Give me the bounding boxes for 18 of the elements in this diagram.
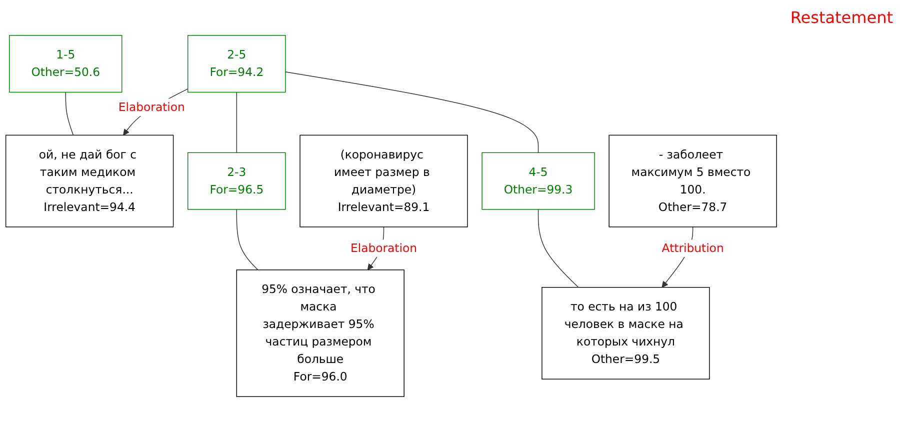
edge-label: Elaboration [350, 241, 417, 255]
node-box: ой, не дай бог с таким медиком столкнуться... Irrelevant=94.4 [5, 134, 174, 228]
node-box: 2-5 For=94.2 [187, 35, 286, 93]
node-box: 2-3 For=96.5 [187, 152, 286, 210]
connector [65, 92, 74, 136]
connector [236, 209, 258, 270]
edge-label: Elaboration [118, 100, 185, 114]
relation-label: Restatement [790, 8, 893, 27]
connector [538, 209, 579, 288]
node-box: (коронавирус имеет размер в диаметре) Irrelevant=89.1 [300, 134, 468, 228]
connector [236, 92, 238, 154]
node-box: - заболеет максимум 5 вместо 100. Other=78.7 [608, 134, 777, 228]
edge-label: Attribution [662, 241, 724, 255]
node-box: 95% означает, что маска задерживает 95% частиц размером больше For=96.0 [236, 270, 404, 397]
node-box: 4-5 Other=99.3 [482, 152, 595, 210]
node-box: то есть на из 100 человек в маске на которых чихнул Other=99.5 [542, 287, 710, 380]
connector [285, 72, 539, 154]
node-box: 1-5 Other=50.6 [9, 35, 122, 93]
